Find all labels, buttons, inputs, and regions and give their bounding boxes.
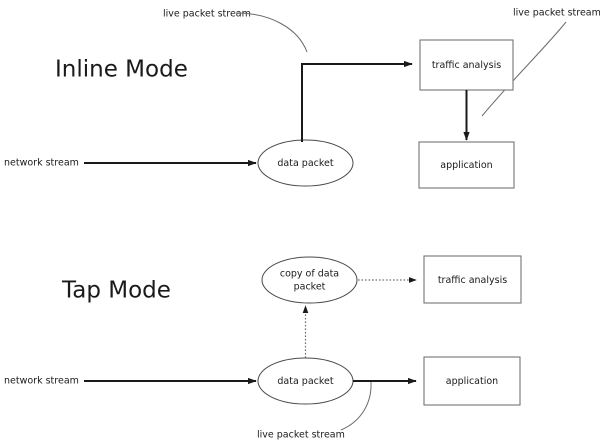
leader-curve-inline-left <box>235 12 308 53</box>
node-label-data-packet-inline: data packet <box>277 158 334 169</box>
node-label-copy-of-data-packet-line1: copy of data <box>280 269 339 280</box>
node-data-packet-inline <box>257 139 354 187</box>
tap-mode-title: Tap Mode <box>61 278 171 304</box>
label-network-stream-tap: network stream <box>4 376 79 387</box>
node-label-traffic-analysis-tap: traffic analysis <box>438 275 507 286</box>
node-label-application-tap: application <box>446 376 498 387</box>
node-traffic-analysis-tap <box>423 255 522 304</box>
leader-curve-inline-right <box>481 21 567 117</box>
node-label-copy-of-data-packet-line2: packet <box>294 282 326 293</box>
label-network-stream-inline: network stream <box>4 158 79 169</box>
label-live-packet-stream-inline-right: live packet stream <box>513 8 600 19</box>
node-copy-of-data-packet-tap <box>261 256 358 304</box>
leader-curve-tap-bottom <box>340 381 372 431</box>
node-application-inline <box>418 141 515 189</box>
edge-data-packet-to-traffic-analysis-inline <box>301 60 413 142</box>
label-live-packet-stream-tap-bottom: live packet stream <box>257 430 345 441</box>
label-live-packet-stream-inline-left: live packet stream <box>163 9 251 20</box>
node-application-tap <box>423 356 521 406</box>
inline-mode-title: Inline Mode <box>55 57 188 83</box>
node-label-application-inline: application <box>440 160 492 171</box>
node-label-data-packet-tap: data packet <box>277 376 334 387</box>
node-label-traffic-analysis-inline: traffic analysis <box>432 60 501 71</box>
